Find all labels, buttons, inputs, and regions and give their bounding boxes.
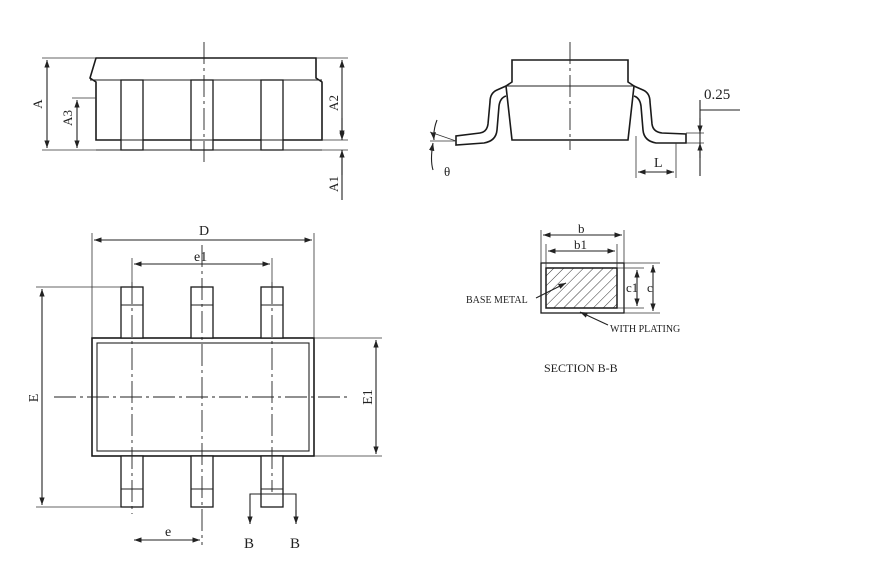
section-cut-line: [249, 493, 297, 518]
dim-label-a3: A3: [60, 110, 75, 126]
dim-label-theta: θ: [444, 164, 450, 179]
dim-label-a2: A2: [326, 95, 341, 111]
dim-label-e: E: [27, 394, 42, 403]
section-base-metal: [545, 267, 618, 309]
dim-label-e-pitch: e: [165, 525, 171, 540]
end-lead-left: [455, 85, 507, 146]
section-label-b-left: B: [244, 536, 254, 552]
section-label-b-right: B: [290, 536, 300, 552]
end-view: 0.25 L θ: [429, 42, 740, 179]
top-view: D e1 E E1 e B B: [27, 224, 382, 552]
dim-label-e1-pitch: e1: [194, 250, 207, 265]
dim-label-a1: A1: [326, 176, 341, 192]
side-view: A A3 A2 A1: [30, 42, 348, 200]
dim-label-0-25: 0.25: [704, 87, 730, 103]
section-title: SECTION B-B: [544, 361, 618, 375]
dim-label-e1-body: E1: [361, 389, 376, 405]
label-with-plating: WITH PLATING: [610, 324, 680, 335]
dim-label-b1: b1: [574, 237, 587, 252]
section-view: b b1 c1 c BASE METAL WITH PLATING SECTIO…: [466, 221, 680, 375]
dim-label-c1: c1: [626, 280, 638, 295]
dim-label-c: c: [647, 280, 653, 295]
dim-label-b: b: [578, 221, 585, 236]
label-base-metal: BASE METAL: [466, 295, 528, 306]
end-body-outline: [505, 59, 635, 141]
dim-label-a: A: [30, 99, 45, 109]
dim-label-l: L: [654, 156, 663, 171]
dim-label-d: D: [199, 224, 209, 239]
end-lead-right: [633, 85, 687, 144]
